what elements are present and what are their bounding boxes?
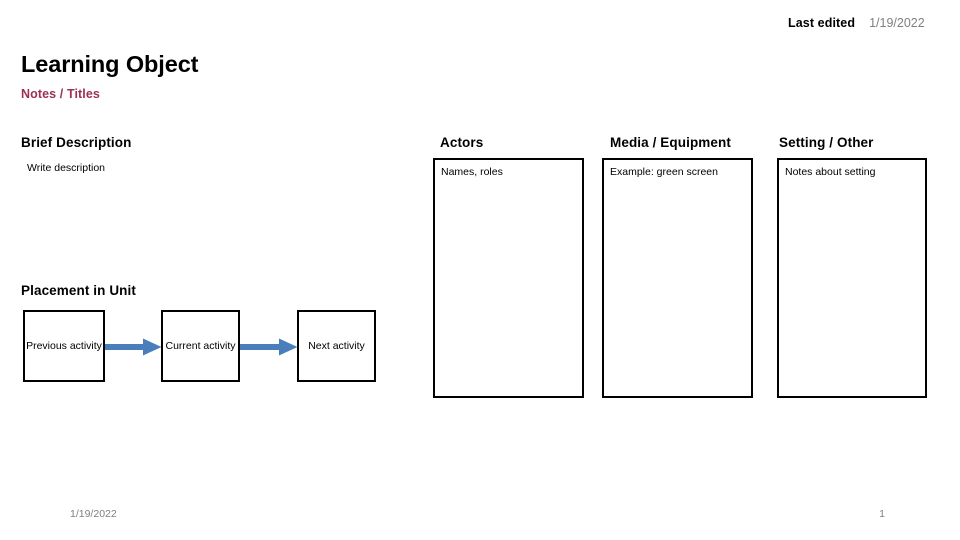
- setting-other-box[interactable]: Notes about setting: [777, 158, 927, 398]
- heading-setting-other: Setting / Other: [779, 135, 874, 150]
- heading-media-equipment: Media / Equipment: [610, 135, 731, 150]
- heading-actors: Actors: [440, 135, 484, 150]
- brief-description-field[interactable]: Write description: [27, 162, 106, 174]
- media-equipment-box[interactable]: Example: green screen: [602, 158, 753, 398]
- setting-other-text[interactable]: Notes about setting: [785, 166, 876, 178]
- media-equipment-text[interactable]: Example: green screen: [610, 166, 718, 178]
- actors-box[interactable]: Names, roles: [433, 158, 584, 398]
- footer-date: 1/19/2022: [70, 508, 117, 520]
- last-edited-meta: Last edited 1/19/2022: [788, 12, 948, 34]
- last-edited-date: 1/19/2022: [869, 16, 925, 30]
- page-subtitle: Notes / Titles: [21, 87, 100, 101]
- flow-step-current-activity[interactable]: Current activity: [161, 310, 240, 382]
- heading-placement-in-unit: Placement in Unit: [21, 283, 136, 298]
- flow-step-previous-activity[interactable]: Previous activity: [23, 310, 105, 382]
- footer-page-number: 1: [879, 508, 885, 520]
- flow-step-next-activity[interactable]: Next activity: [297, 310, 376, 382]
- flow-arrow-right-icon: [240, 338, 298, 356]
- actors-text[interactable]: Names, roles: [441, 166, 503, 178]
- page-title: Learning Object: [21, 51, 199, 77]
- flow-arrow-right-icon: [105, 338, 162, 356]
- heading-brief-description: Brief Description: [21, 135, 132, 150]
- last-edited-label: Last edited: [788, 16, 856, 30]
